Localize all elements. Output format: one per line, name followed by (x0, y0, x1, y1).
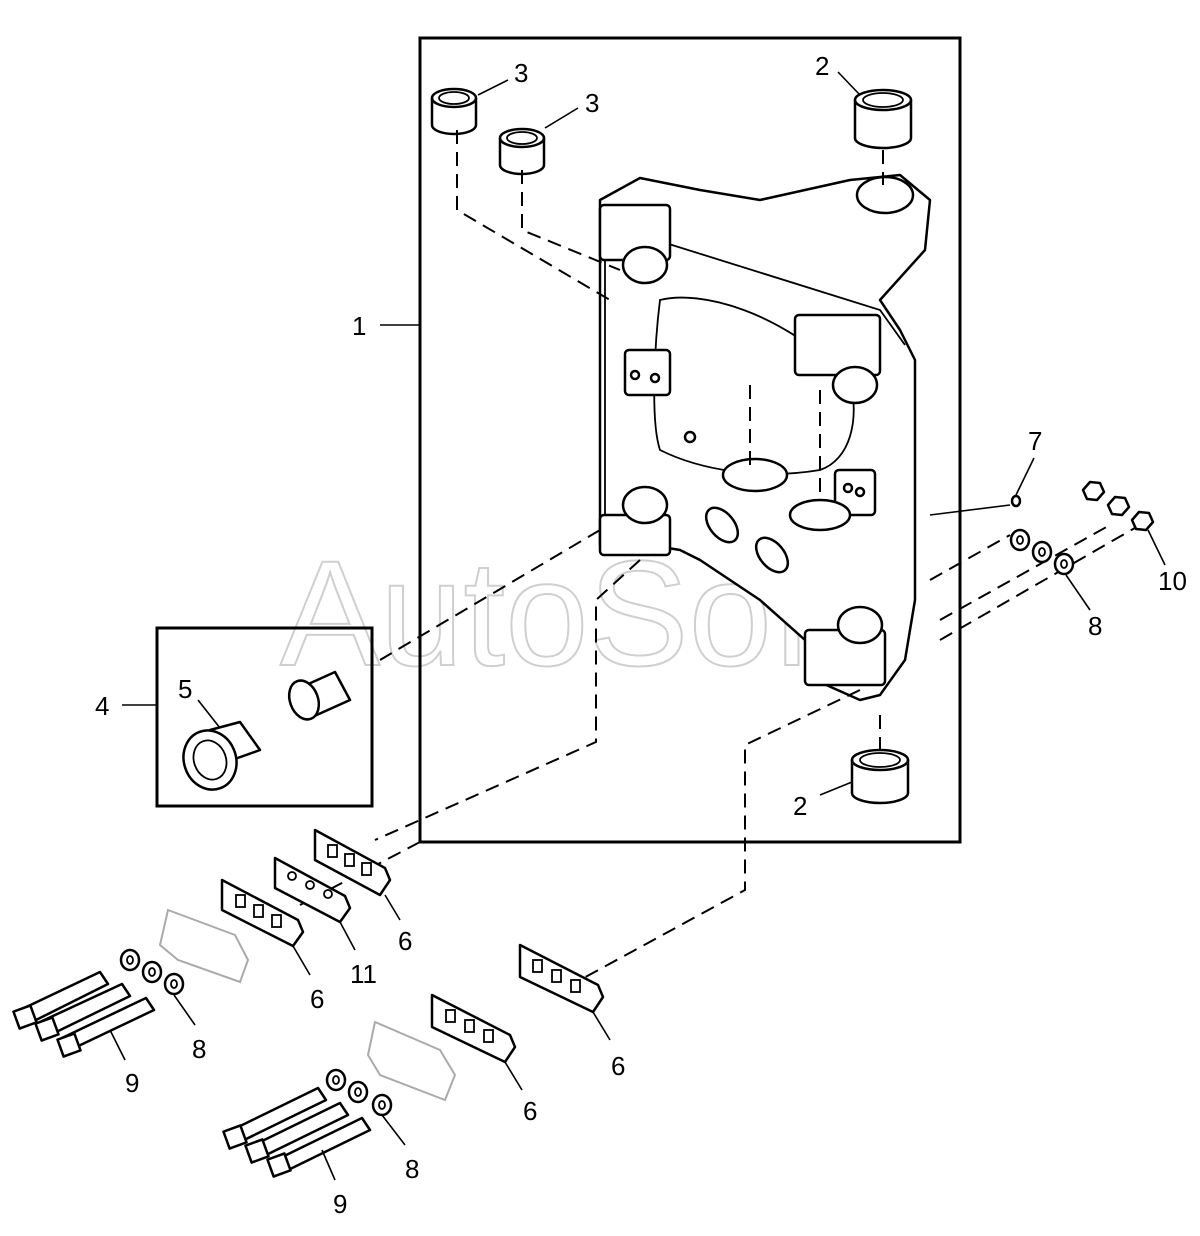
assembly-box-1 (418, 36, 962, 844)
callout-9-b: 9 (333, 1189, 347, 1219)
bolts-9a (12, 970, 156, 1058)
bushing-3b (498, 127, 546, 176)
housing-part (598, 173, 932, 702)
callout-6-a: 6 (398, 926, 412, 956)
spacer-block-a (158, 908, 250, 984)
callout-10: 10 (1158, 566, 1187, 596)
callout-3-right: 3 (585, 88, 599, 118)
plate-11 (273, 856, 352, 924)
callout-6-d: 6 (523, 1096, 537, 1126)
callout-6-b: 6 (310, 984, 324, 1014)
washers-8b (325, 1068, 393, 1117)
callout-9-a: 9 (125, 1068, 139, 1098)
plate-6b (220, 878, 305, 948)
callout-1: 1 (352, 311, 366, 341)
plate-6c (518, 943, 605, 1014)
nuts-10 (1081, 480, 1155, 532)
bushing-2a (853, 88, 913, 150)
kit-box-4 (155, 626, 374, 808)
callout-3-left: 3 (514, 58, 528, 88)
callout-8-c: 8 (1088, 611, 1102, 641)
callout-8-b: 8 (405, 1154, 419, 1184)
callout-4: 4 (95, 691, 109, 721)
plate-6a (313, 828, 392, 897)
callout-6-c: 6 (611, 1051, 625, 1081)
grease-fitting-7 (1010, 494, 1022, 508)
washers-8a (119, 948, 185, 996)
bolts-9b (222, 1086, 372, 1178)
spacer-block-b (366, 1020, 457, 1102)
callout-5: 5 (178, 674, 192, 704)
bushing-5 (182, 720, 262, 791)
callout-8-a: 8 (192, 1034, 206, 1064)
callout-7: 7 (1028, 426, 1042, 456)
leader-lines (109, 71, 1166, 1181)
bushing-2b (850, 748, 910, 805)
washers-8c (1009, 528, 1075, 576)
callout-11: 11 (350, 959, 377, 989)
callout-2-top: 2 (815, 51, 829, 81)
bushing-seal (287, 670, 352, 721)
bushing-3a (430, 87, 478, 136)
callout-2-bottom: 2 (793, 791, 807, 821)
plate-6d (430, 993, 517, 1064)
